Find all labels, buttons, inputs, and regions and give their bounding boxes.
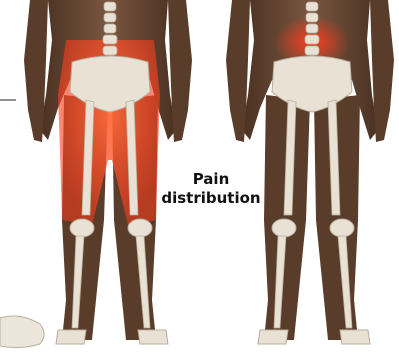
left-figure-right-knee — [128, 219, 152, 237]
right-figure-right-foot — [340, 330, 370, 344]
label-line-1: Pain — [156, 170, 266, 189]
left-figure-spine — [103, 2, 117, 55]
left-figure-left-knee — [70, 219, 94, 237]
corner-bone-fragment — [0, 316, 44, 348]
right-figure-right-knee — [330, 219, 354, 237]
left-figure-left-foot — [56, 330, 86, 344]
right-figure-left-foot — [258, 330, 288, 344]
label-line-2: distribution — [156, 189, 266, 208]
pain-distribution-label: Pain distribution — [156, 170, 266, 208]
left-figure-right-foot — [138, 330, 168, 344]
right-figure-spine — [305, 2, 319, 55]
right-figure-left-knee — [272, 219, 296, 237]
